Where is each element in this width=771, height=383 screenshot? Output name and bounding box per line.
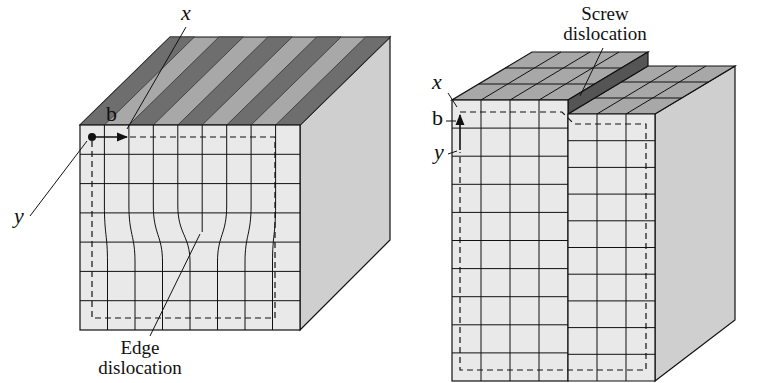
axis-label: x: [432, 70, 454, 94]
burgers-circuit: [460, 112, 646, 370]
dislocation-label: Screw dislocation: [550, 4, 660, 44]
dislocation-label: Edge dislocation: [85, 338, 195, 378]
leader-lines: [30, 27, 200, 336]
burgers-vector-label: b: [106, 102, 128, 126]
burgers-vector-arrow: [459, 115, 461, 150]
axis-label: x: [181, 1, 203, 25]
burgers-circuit: [92, 137, 275, 318]
axis-label: y: [434, 140, 456, 164]
burgers-vector-arrow: [92, 136, 127, 138]
leader-lines: [446, 48, 603, 154]
edge-dislocation-block: [80, 37, 390, 330]
axis-label: y: [14, 204, 36, 228]
burgers-vector-label: b: [432, 106, 454, 130]
screw-dislocation-block: [452, 52, 735, 381]
